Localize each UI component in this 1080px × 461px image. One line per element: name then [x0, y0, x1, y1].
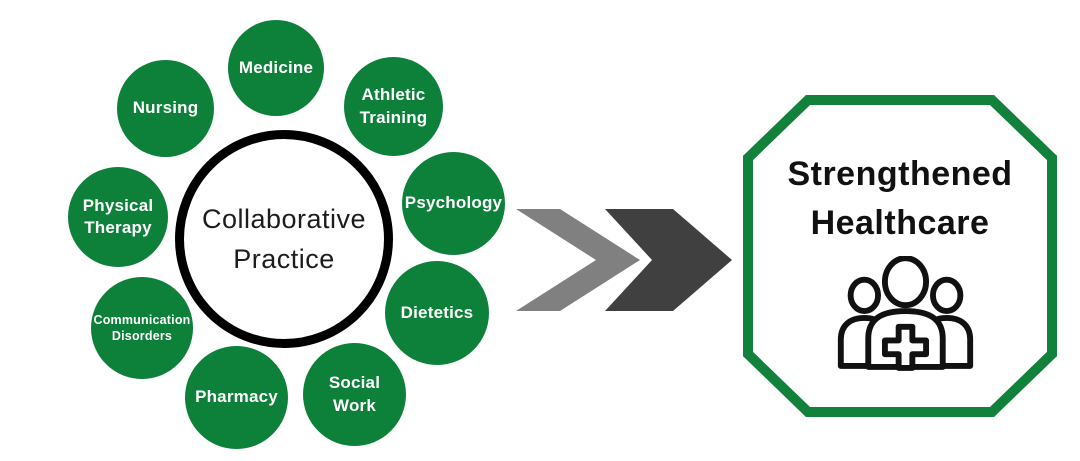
discipline-label: Nursing: [132, 98, 199, 118]
right-person-head: [930, 276, 964, 315]
discipline-circle-nursing: Nursing: [117, 60, 214, 157]
hub-title-line1: Collaborative: [201, 204, 367, 234]
chevron-dark-icon: [605, 209, 732, 311]
double-chevron-right-icon: [516, 209, 732, 311]
chevron-light-icon: [516, 209, 640, 311]
discipline-label: Physical Therapy: [82, 195, 154, 237]
discipline-circle-pharmacy: Pharmacy: [185, 346, 288, 449]
discipline-circle-dietetics: Dietetics: [385, 261, 489, 365]
left-person-head: [847, 276, 881, 315]
medical-team-icon: [837, 256, 974, 371]
discipline-circle-medicine: Medicine: [228, 20, 324, 116]
discipline-circle-athletic-training: Athletic Training: [344, 57, 443, 156]
discipline-circle-social-work: Social Work: [303, 343, 406, 446]
discipline-label: Psychology: [404, 193, 503, 213]
discipline-label: Dietetics: [400, 302, 474, 322]
result-title: Strengthened Healthcare: [743, 150, 1057, 248]
discipline-label: Medicine: [238, 57, 314, 77]
hub-title-line2: Practice: [233, 244, 335, 274]
result-title-line1: Strengthened: [787, 155, 1013, 193]
discipline-label: Pharmacy: [195, 387, 278, 407]
discipline-label: Communication Disorders: [93, 312, 191, 343]
result-title-line2: Healthcare: [810, 204, 990, 242]
discipline-label: Social Work: [328, 373, 381, 415]
discipline-label: Athletic Training: [359, 85, 428, 127]
discipline-circle-psychology: Psychology: [402, 152, 505, 255]
hub-circle: Collaborative Practice: [175, 130, 393, 348]
discipline-circle-communication-disorders: Communication Disorders: [91, 277, 193, 379]
medical-cross-icon: [881, 323, 930, 371]
discipline-circle-physical-therapy: Physical Therapy: [68, 167, 168, 267]
center-person-head: [881, 256, 930, 309]
